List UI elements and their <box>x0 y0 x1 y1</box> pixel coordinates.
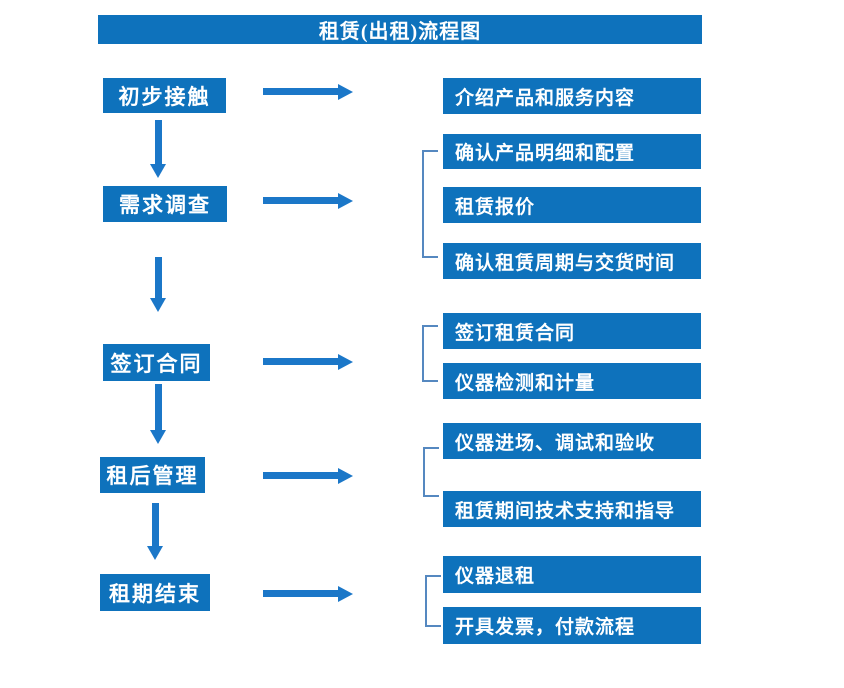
arrow-head <box>338 353 353 370</box>
group-bracket-rental-end <box>425 575 441 627</box>
stage-rental-end: 租期结束 <box>100 574 210 611</box>
stage-post-rental-management: 租后管理 <box>100 457 205 493</box>
arrow-shaft <box>151 503 159 546</box>
arrow-head <box>147 546 163 560</box>
stage-sign-contract: 签订合同 <box>103 344 210 381</box>
down-arrow-2 <box>150 257 166 312</box>
flow-title: 租赁(出租)流程图 <box>98 15 702 44</box>
group-bracket-post-rental <box>423 447 439 497</box>
detail-box-confirm-product-details: 确认产品明细和配置 <box>443 134 701 169</box>
detail-box-sign-rental-contract: 签订租赁合同 <box>443 313 701 349</box>
detail-box-instrument-setup-acceptance: 仪器进场、调试和验收 <box>443 423 701 459</box>
arrow-head <box>338 192 353 209</box>
right-arrow-1 <box>263 83 353 100</box>
right-arrow-3 <box>263 353 353 370</box>
down-arrow-3 <box>150 384 166 444</box>
arrow-head <box>338 585 353 602</box>
detail-box-introduce-products: 介绍产品和服务内容 <box>443 78 701 114</box>
detail-box-rental-quote: 租赁报价 <box>443 187 701 223</box>
arrow-shaft <box>263 358 338 365</box>
detail-box-invoice-payment: 开具发票，付款流程 <box>443 607 701 644</box>
detail-box-technical-support: 租赁期间技术支持和指导 <box>443 491 701 527</box>
arrow-head <box>150 164 166 178</box>
stage-initial-contact: 初步接触 <box>103 78 226 113</box>
arrow-shaft <box>263 472 338 479</box>
group-bracket-sign-contract <box>422 325 438 382</box>
down-arrow-4 <box>147 503 163 560</box>
detail-box-confirm-rental-period: 确认租赁周期与交货时间 <box>443 243 701 279</box>
down-arrow-1 <box>150 120 166 178</box>
arrow-head <box>150 298 166 312</box>
right-arrow-5 <box>263 585 353 602</box>
detail-box-instrument-inspection: 仪器检测和计量 <box>443 363 701 399</box>
detail-box-instrument-return: 仪器退租 <box>443 556 701 593</box>
arrow-head <box>150 430 166 444</box>
arrow-shaft <box>263 88 338 95</box>
arrow-head <box>338 467 353 484</box>
stage-demand-survey: 需求调查 <box>103 186 227 222</box>
arrow-shaft <box>154 384 162 430</box>
arrow-shaft <box>263 590 338 597</box>
arrow-shaft <box>154 120 162 164</box>
right-arrow-2 <box>263 192 353 209</box>
group-bracket-demand-survey <box>422 150 438 258</box>
right-arrow-4 <box>263 467 353 484</box>
arrow-shaft <box>154 257 162 298</box>
arrow-head <box>338 83 353 100</box>
arrow-shaft <box>263 197 338 204</box>
